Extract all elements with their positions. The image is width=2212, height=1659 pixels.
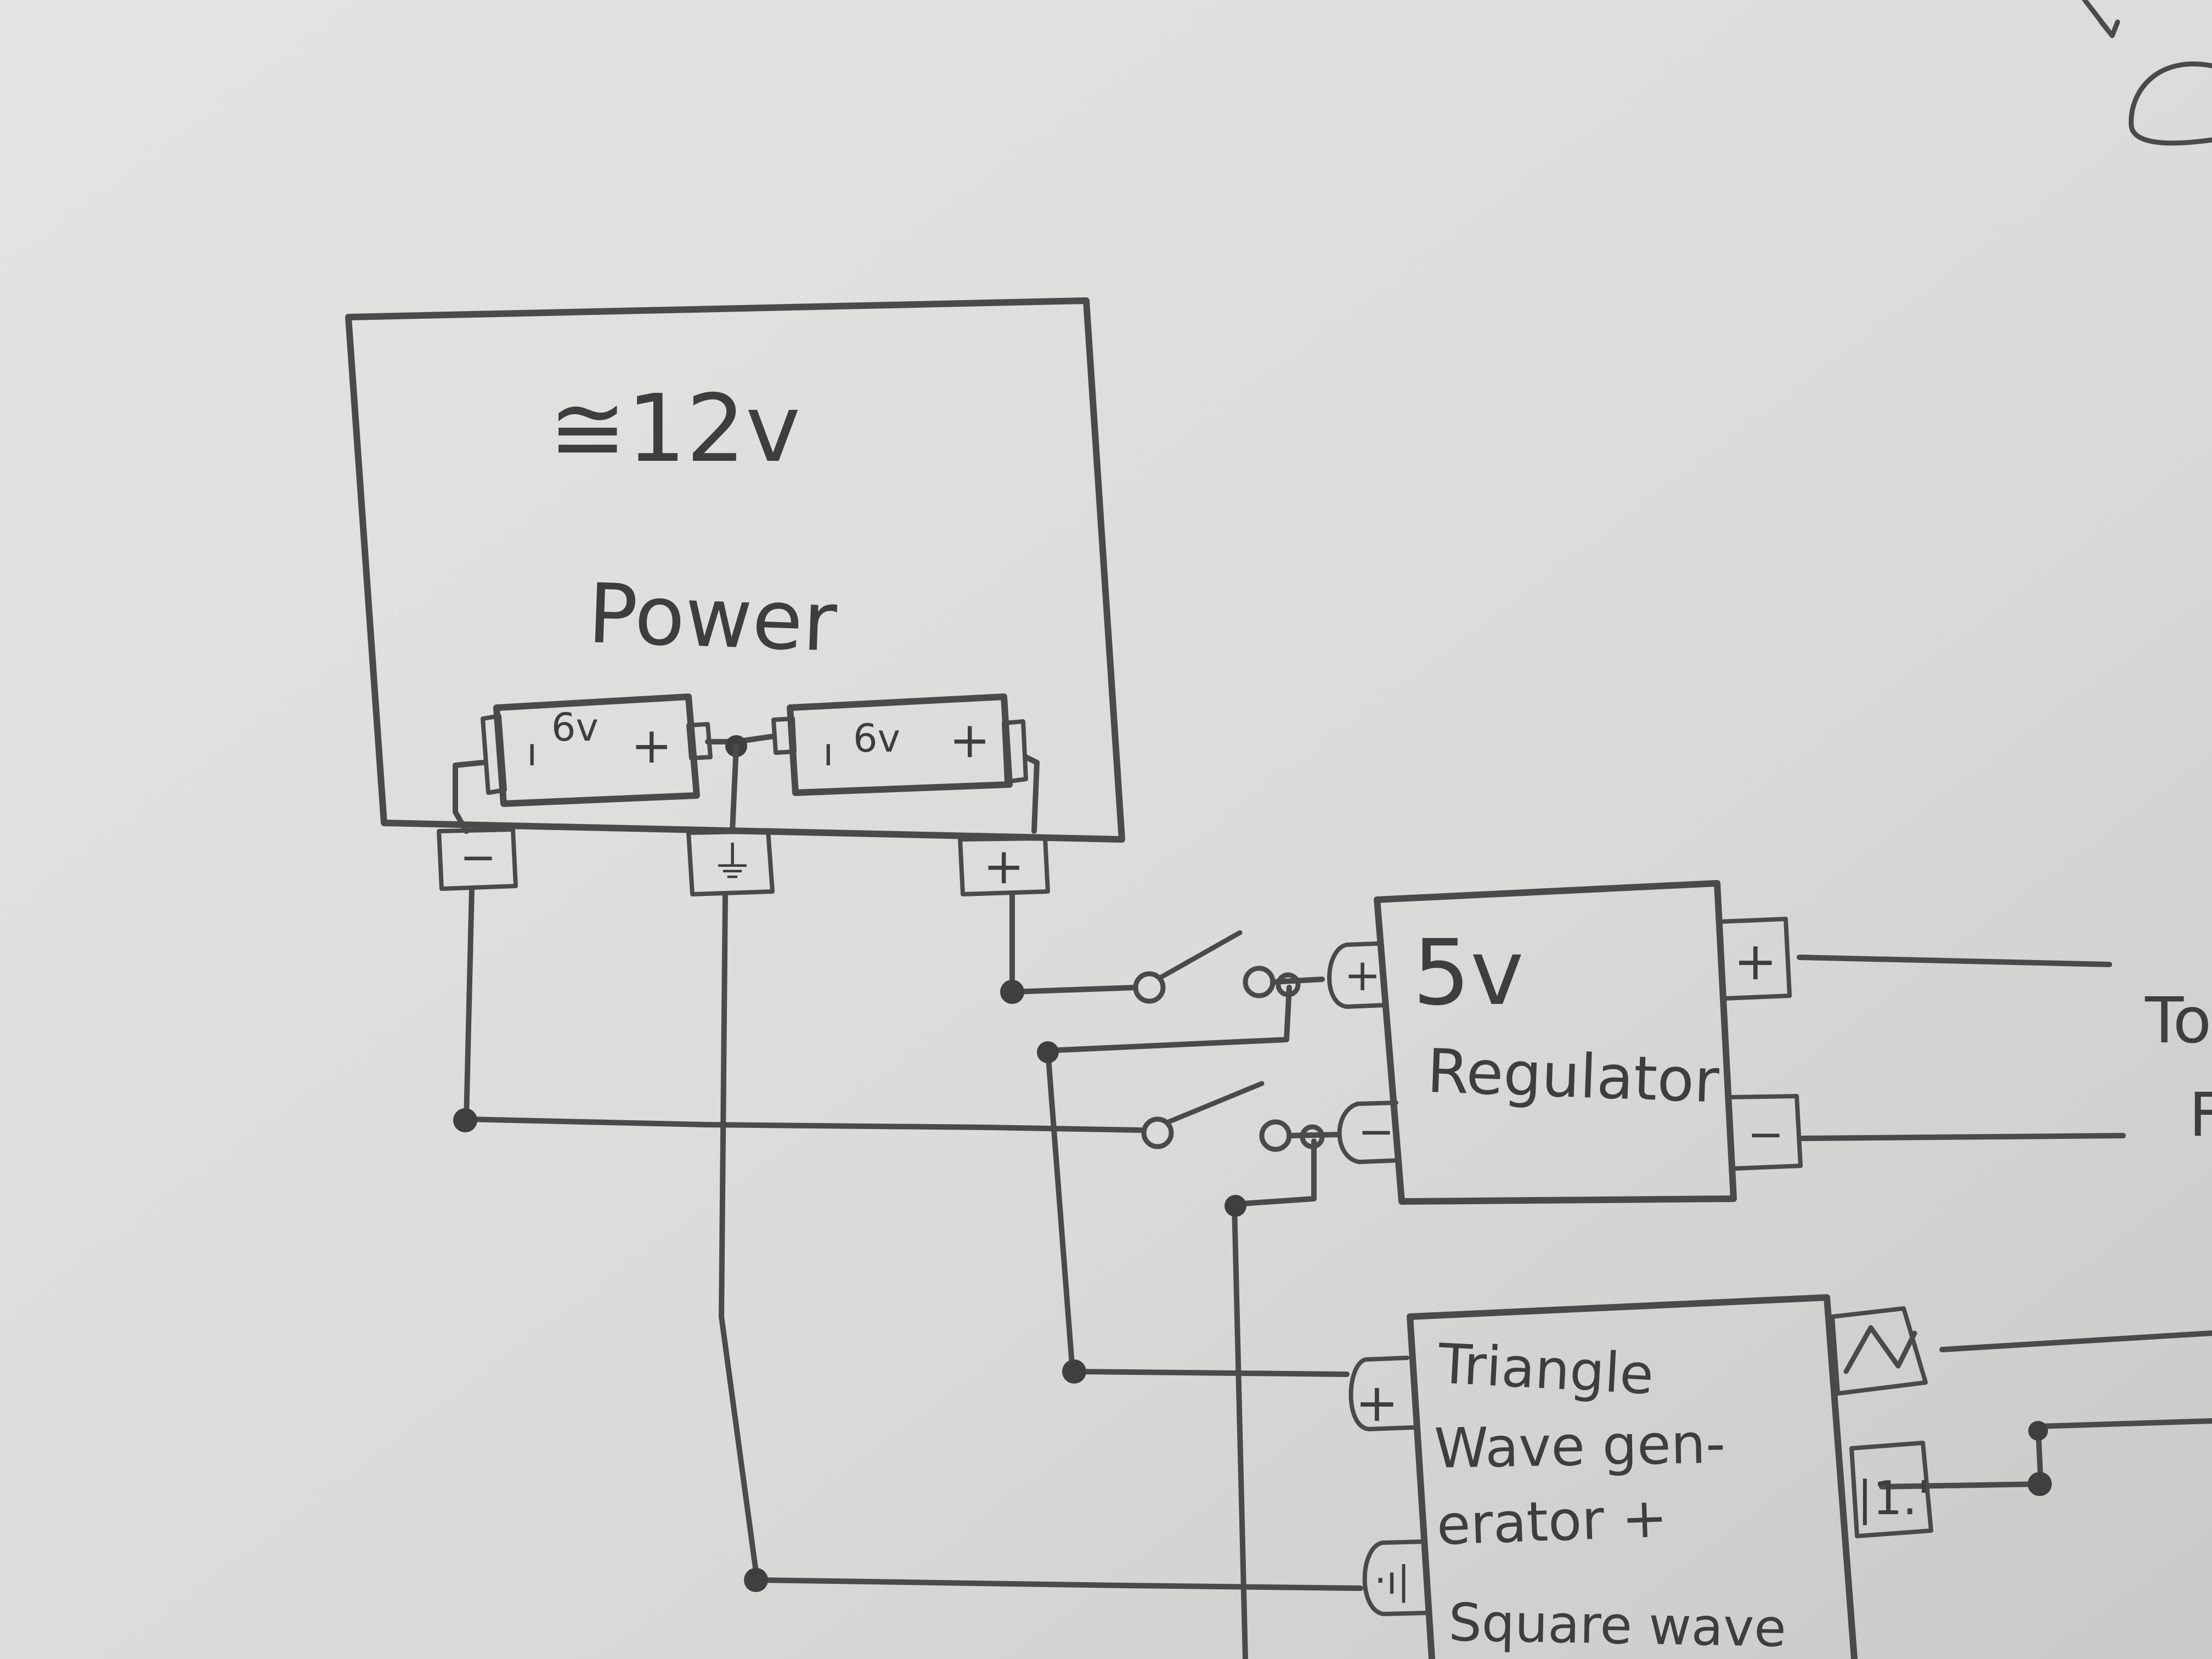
regulator-title-voltage: 5v [1413,920,1524,1025]
power-switch-positive [1133,930,1325,1004]
square-output-wire [1879,1418,2212,1489]
wave-title-line4: Square wave [1448,1593,1787,1659]
square-output-junction-dot [2028,1472,2052,1496]
wave-generator-block: + ·ı| |1.' Triangle Wave gen- erator + S… [1348,1294,1933,1659]
power-block: ≅12v Power 6v + ı 6v + ı − [345,297,1125,896]
wave-pin-triangle-output [1830,1306,1928,1396]
positive-wire [1009,891,1138,995]
power-pin-negative: − [437,827,518,891]
edge-fragments: To F [2082,0,2212,1150]
edge-arrow-mark [2082,0,2120,38]
power-pin-negative-label: − [460,832,496,883]
battery-cell-right: 6v + ı [771,693,1028,796]
regulator-pin-in-positive: + [1327,941,1387,1009]
positive-junction-dot [1000,980,1024,1004]
power-title: Power [586,566,839,670]
regulator-out-positive-wire [1797,955,2112,967]
power-block-outline [345,297,1125,843]
battery-cell-left-label: 6v [551,705,599,750]
regulator-pin-out-negative: − [1729,1094,1803,1171]
regulator-out-negative-wire [1799,1133,2126,1141]
regulated-negative-wire [1232,1138,1317,1659]
edge-text-to: To [2145,984,2211,1058]
regulated-positive-junction-dot [1037,1041,1059,1063]
battery-cell-left-plus: + [631,717,672,775]
wave-title-line1: Triangle [1436,1331,1655,1407]
wave-title-line2: Wave gen- [1434,1412,1726,1481]
power-pin-positive: + [958,836,1050,896]
wave-pin-ground-label: ·ı| [1374,1558,1410,1603]
regulator-pin-out-positive-label: + [1734,932,1778,992]
battery-cell-right-plus: + [949,712,990,769]
edge-text-f: F [2189,1080,2212,1150]
power-pin-positive-label: + [983,838,1024,895]
wave-pin-positive: + [1348,1356,1415,1434]
power-pin-ground: ⏚ [686,829,775,896]
battery-cell-right-label: 6v [853,716,900,761]
negative-wire [464,886,1144,1133]
battery-cell-left-minus: ı [527,730,537,775]
ground-junction-dot [744,1568,768,1592]
regulator-pin-in-negative-label: − [1358,1106,1395,1157]
regulator-pin-in-negative: − [1337,1101,1401,1164]
wave-title-line3: erator + [1436,1485,1669,1558]
power-voltage-label: ≅12v [549,375,800,483]
regulator-pin-out-positive: + [1718,917,1792,1001]
battery-cell-left: 6v + ı [481,693,713,807]
square-output-junction-dot-upper [2028,1421,2048,1441]
regulator-title: Regulator [1426,1036,1720,1116]
wave-positive-junction-dot [1062,1359,1086,1384]
wave-pin-square-output: |1.' [1849,1441,1933,1538]
triangle-wave-icon [1843,1325,1917,1374]
wiring [453,886,2212,1659]
regulator-pin-in-positive-label: + [1344,950,1381,1001]
negative-junction-dot [453,1108,477,1132]
ground-wire [719,891,1363,1591]
battery-cell-right-minus: ı [823,730,833,775]
power-switch-negative [1141,1081,1341,1152]
wave-generator-outline [1407,1294,1858,1659]
regulated-positive-wire [1045,985,1350,1377]
edge-arc-shape [2129,61,2212,146]
wave-pin-square-output-label: |1.' [1857,1471,1930,1526]
triangle-output-wire [1939,1330,2212,1352]
regulated-negative-junction-dot [1224,1195,1246,1217]
power-pin-ground-label: ⏚ [710,837,754,888]
regulator-pin-out-negative-label: − [1747,1109,1784,1160]
regulator-block: + − + − 5v Regulator [1327,880,1803,1205]
wave-pin-positive-label: + [1355,1373,1399,1434]
wave-pin-ground: ·ı| [1362,1539,1429,1616]
